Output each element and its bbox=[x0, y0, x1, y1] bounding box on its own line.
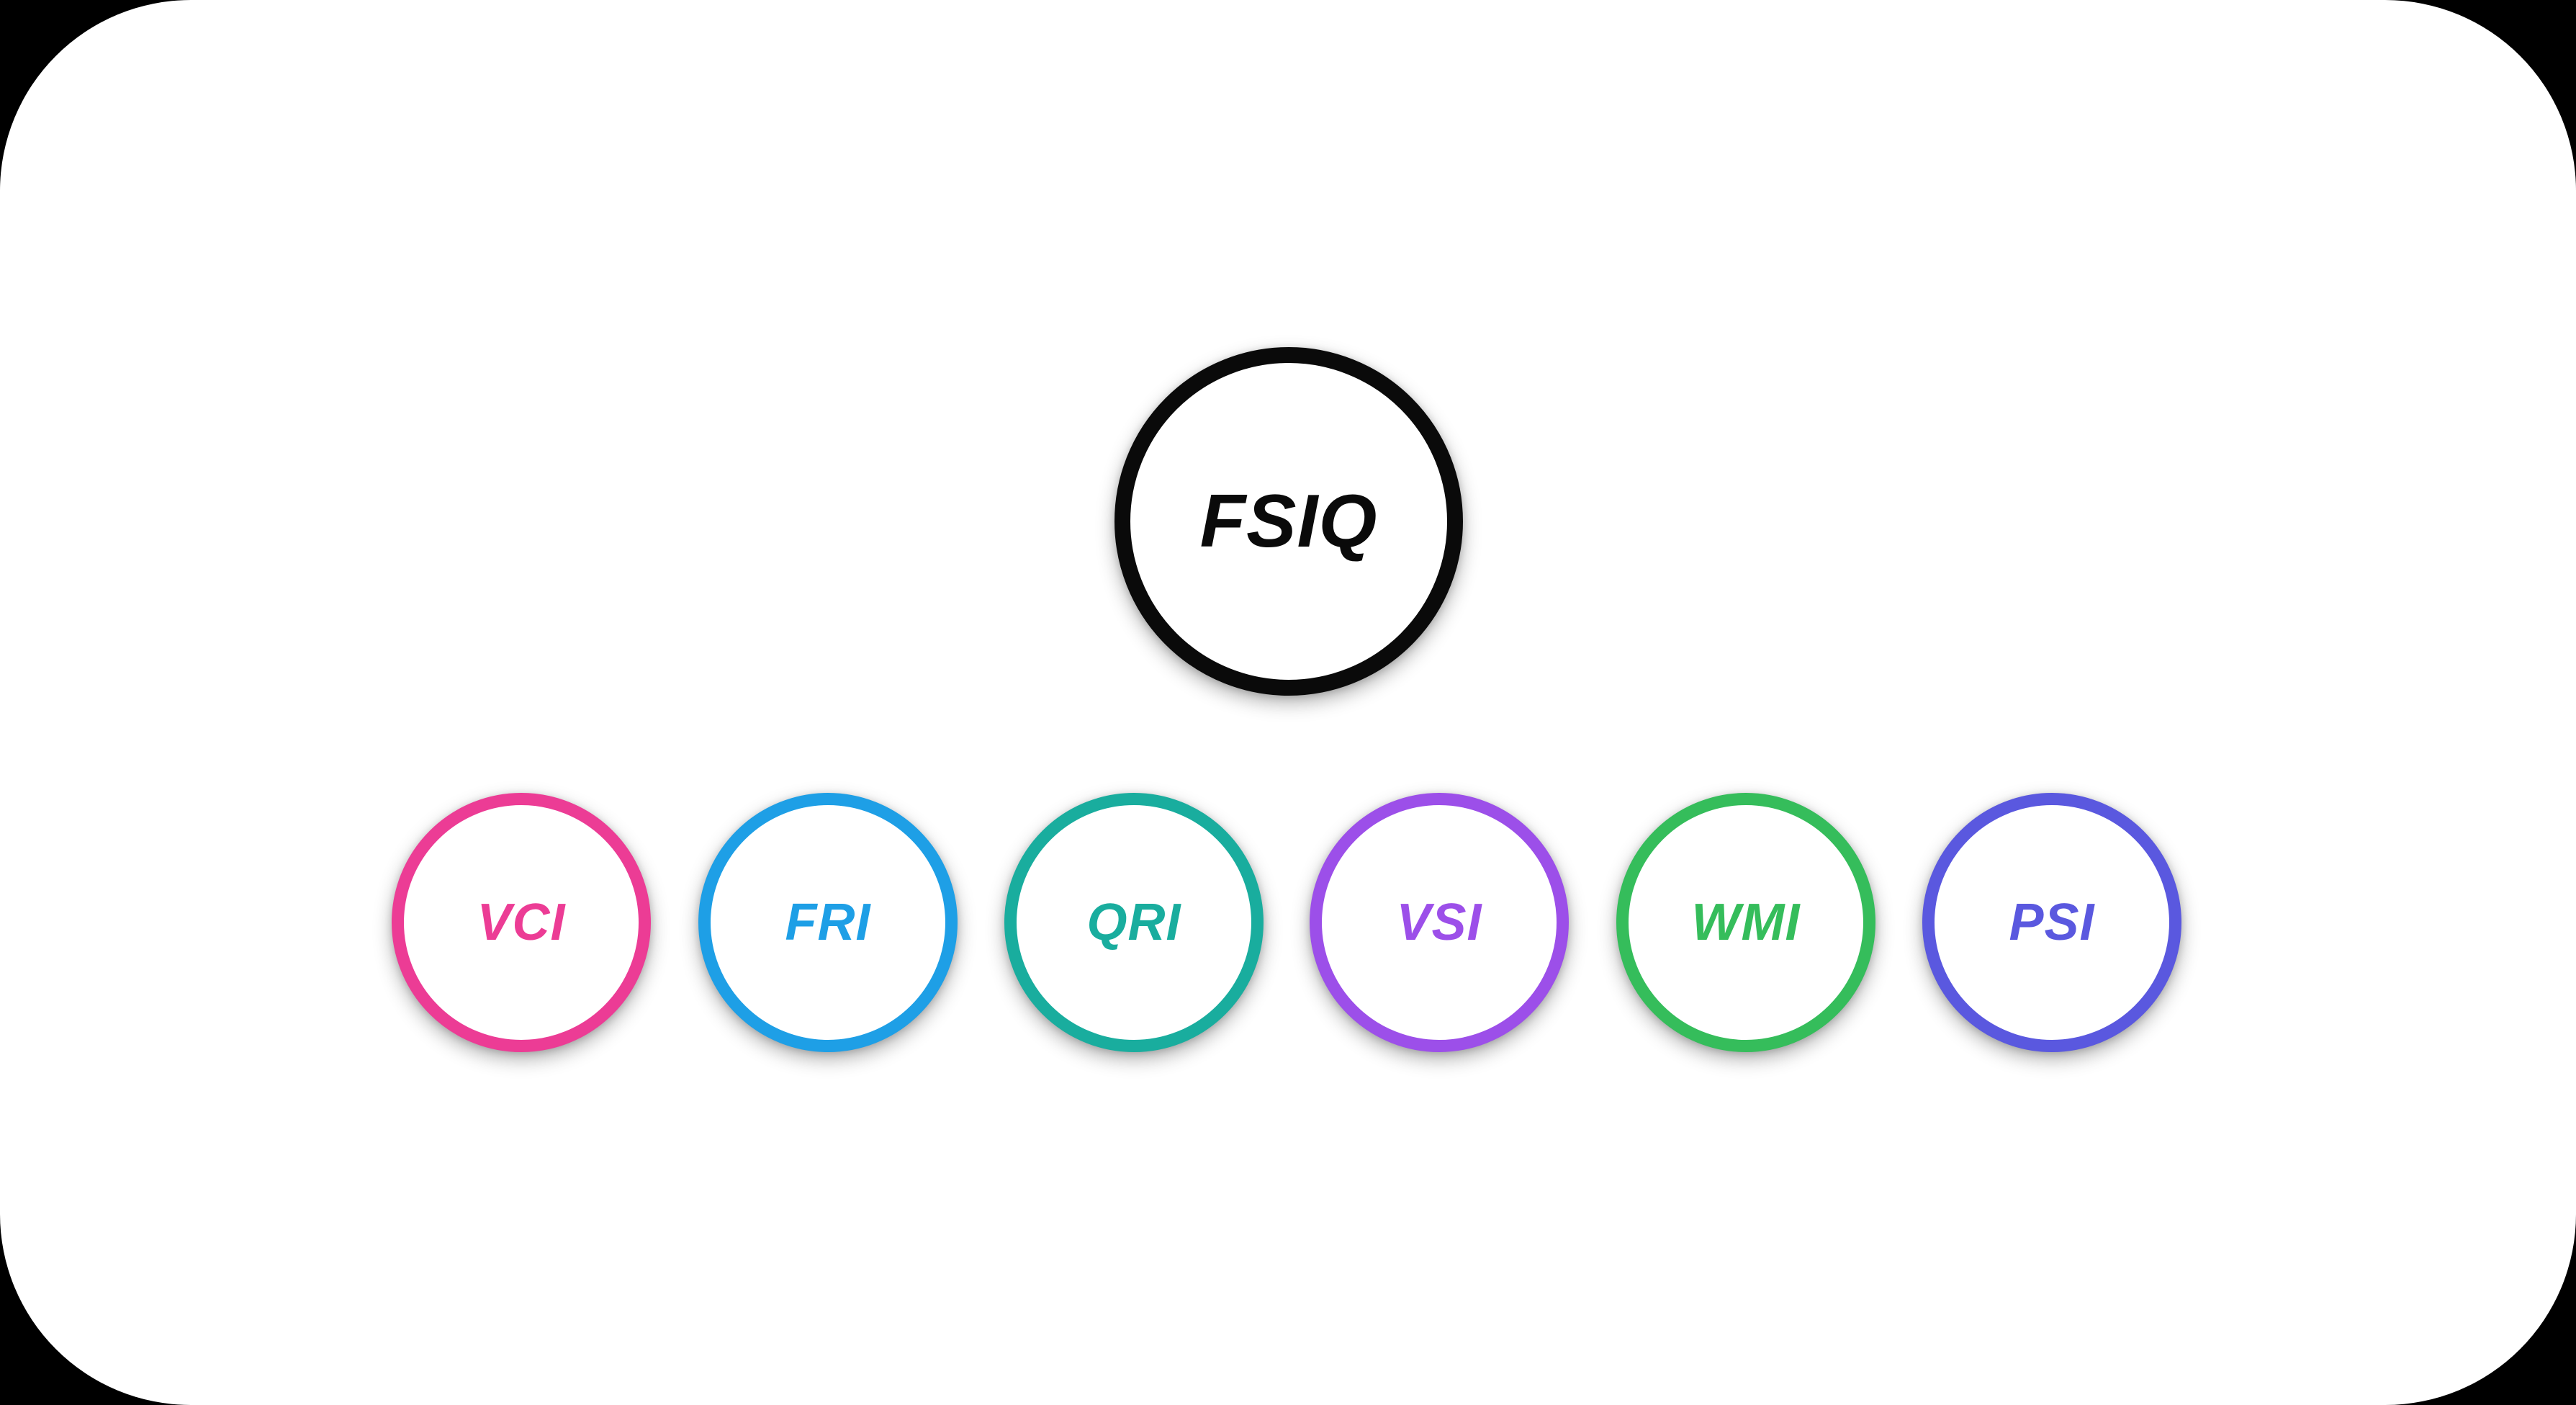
fri-node: FRI bbox=[698, 793, 958, 1052]
fsiq-label: FSIQ bbox=[1199, 479, 1378, 563]
vci-label: VCI bbox=[477, 894, 566, 951]
vci-node: VCI bbox=[392, 793, 651, 1052]
vsi-label: VSI bbox=[1396, 894, 1482, 951]
psi-node: PSI bbox=[1922, 793, 2181, 1052]
qri-label: QRI bbox=[1086, 894, 1181, 951]
fri-label: FRI bbox=[785, 894, 871, 951]
psi-label: PSI bbox=[2009, 894, 2095, 951]
fsiq-node: FSIQ bbox=[1114, 347, 1463, 696]
vsi-node: VSI bbox=[1310, 793, 1569, 1052]
wmi-label: WMI bbox=[1691, 894, 1801, 951]
qri-node: QRI bbox=[1004, 793, 1264, 1052]
wmi-node: WMI bbox=[1616, 793, 1875, 1052]
